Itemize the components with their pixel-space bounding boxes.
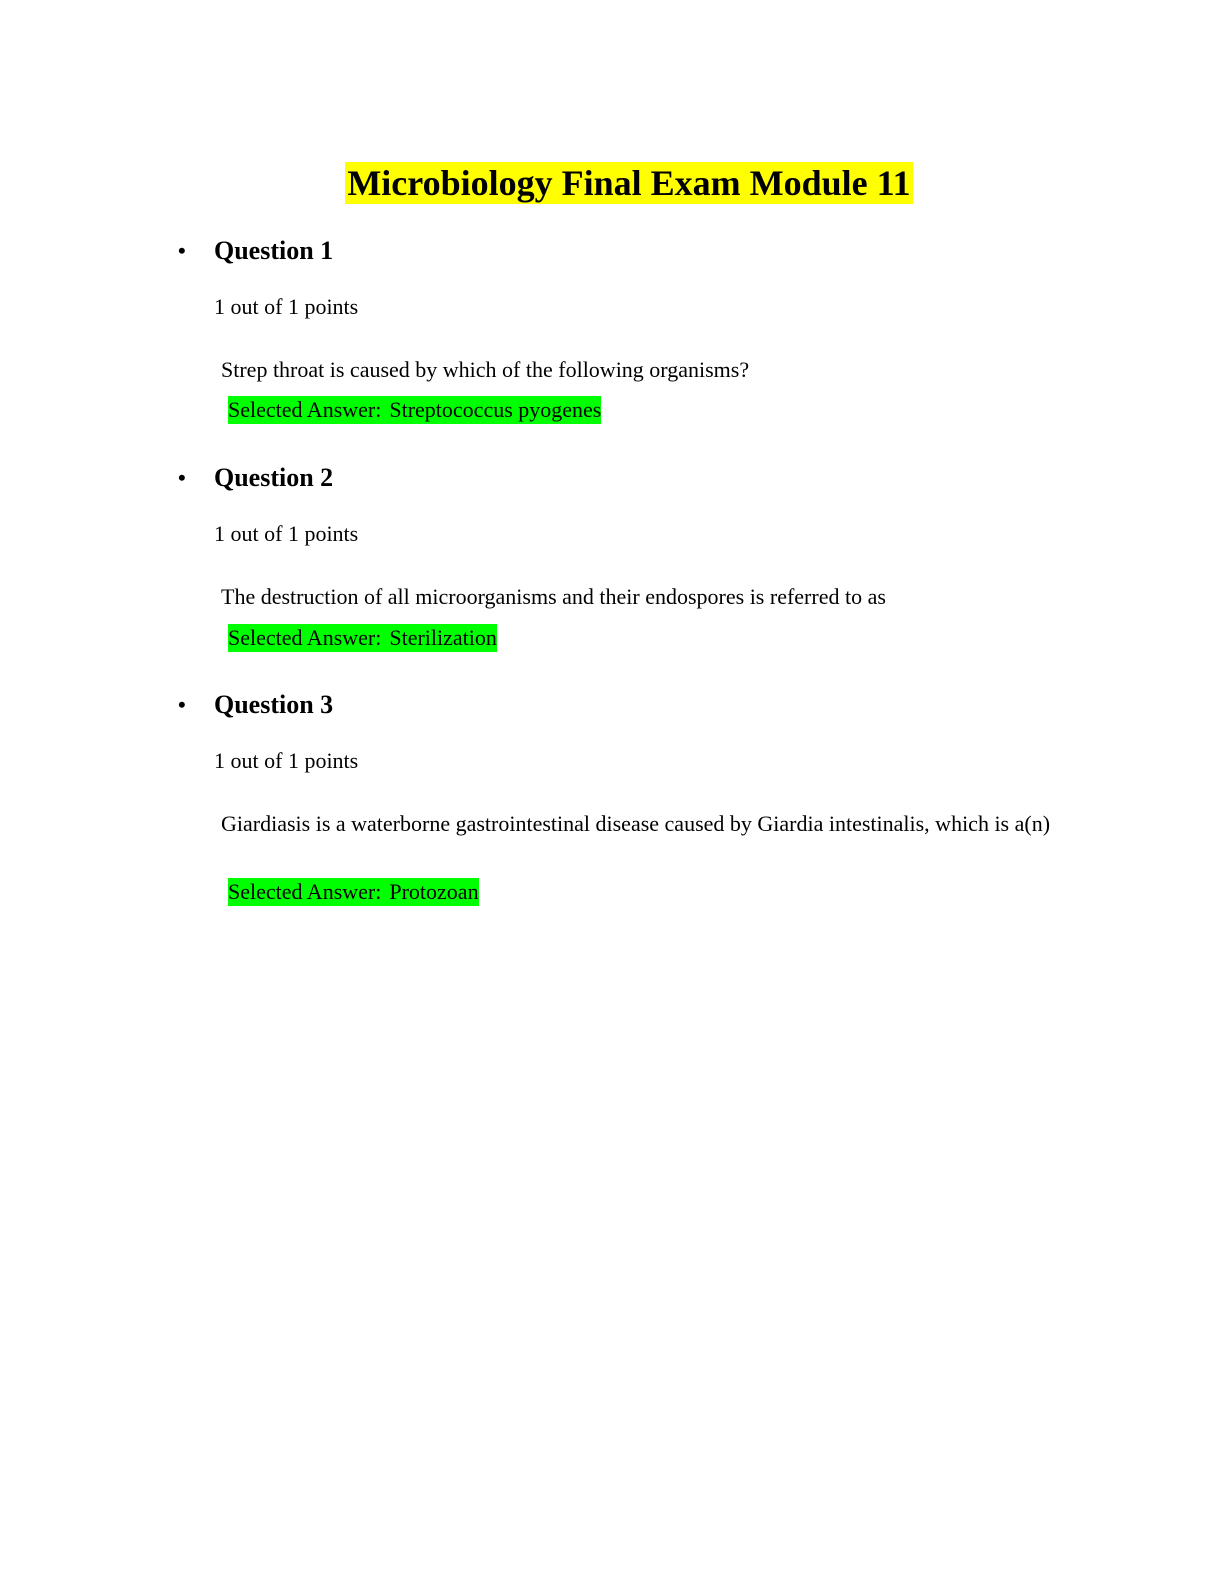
question-prompt: Strep throat is caused by which of the f… [221, 357, 750, 382]
question-heading: Question 2 [214, 463, 334, 492]
question-heading: Question 3 [214, 690, 334, 719]
bullet-icon: • [178, 465, 186, 490]
question-points: 1 out of 1 points [214, 521, 359, 546]
selected-answer: Selected Answer: Sterilization [228, 624, 497, 652]
selected-answer-value: Sterilization [389, 625, 497, 650]
selected-answer-value: Protozoan [389, 879, 479, 904]
selected-answer-label: Selected Answer: [228, 397, 382, 422]
question-heading: Question 1 [214, 236, 334, 265]
question-prompt: The destruction of all microorganisms an… [221, 584, 886, 609]
title-container: Microbiology Final Exam Module 11 [0, 162, 1224, 204]
question-prompt: Giardiasis is a waterborne gastrointesti… [221, 811, 1051, 836]
bullet-icon: • [178, 238, 186, 263]
selected-answer-value: Streptococcus pyogenes [389, 397, 602, 422]
selected-answer-label: Selected Answer: [228, 625, 382, 650]
document-title: Microbiology Final Exam Module 11 [345, 162, 913, 204]
selected-answer: Selected Answer: Streptococcus pyogenes [228, 396, 602, 424]
selected-answer-label: Selected Answer: [228, 879, 382, 904]
question-points: 1 out of 1 points [214, 294, 359, 319]
selected-answer: Selected Answer: Protozoan [228, 878, 479, 906]
question-points: 1 out of 1 points [214, 748, 359, 773]
bullet-icon: • [178, 692, 186, 717]
